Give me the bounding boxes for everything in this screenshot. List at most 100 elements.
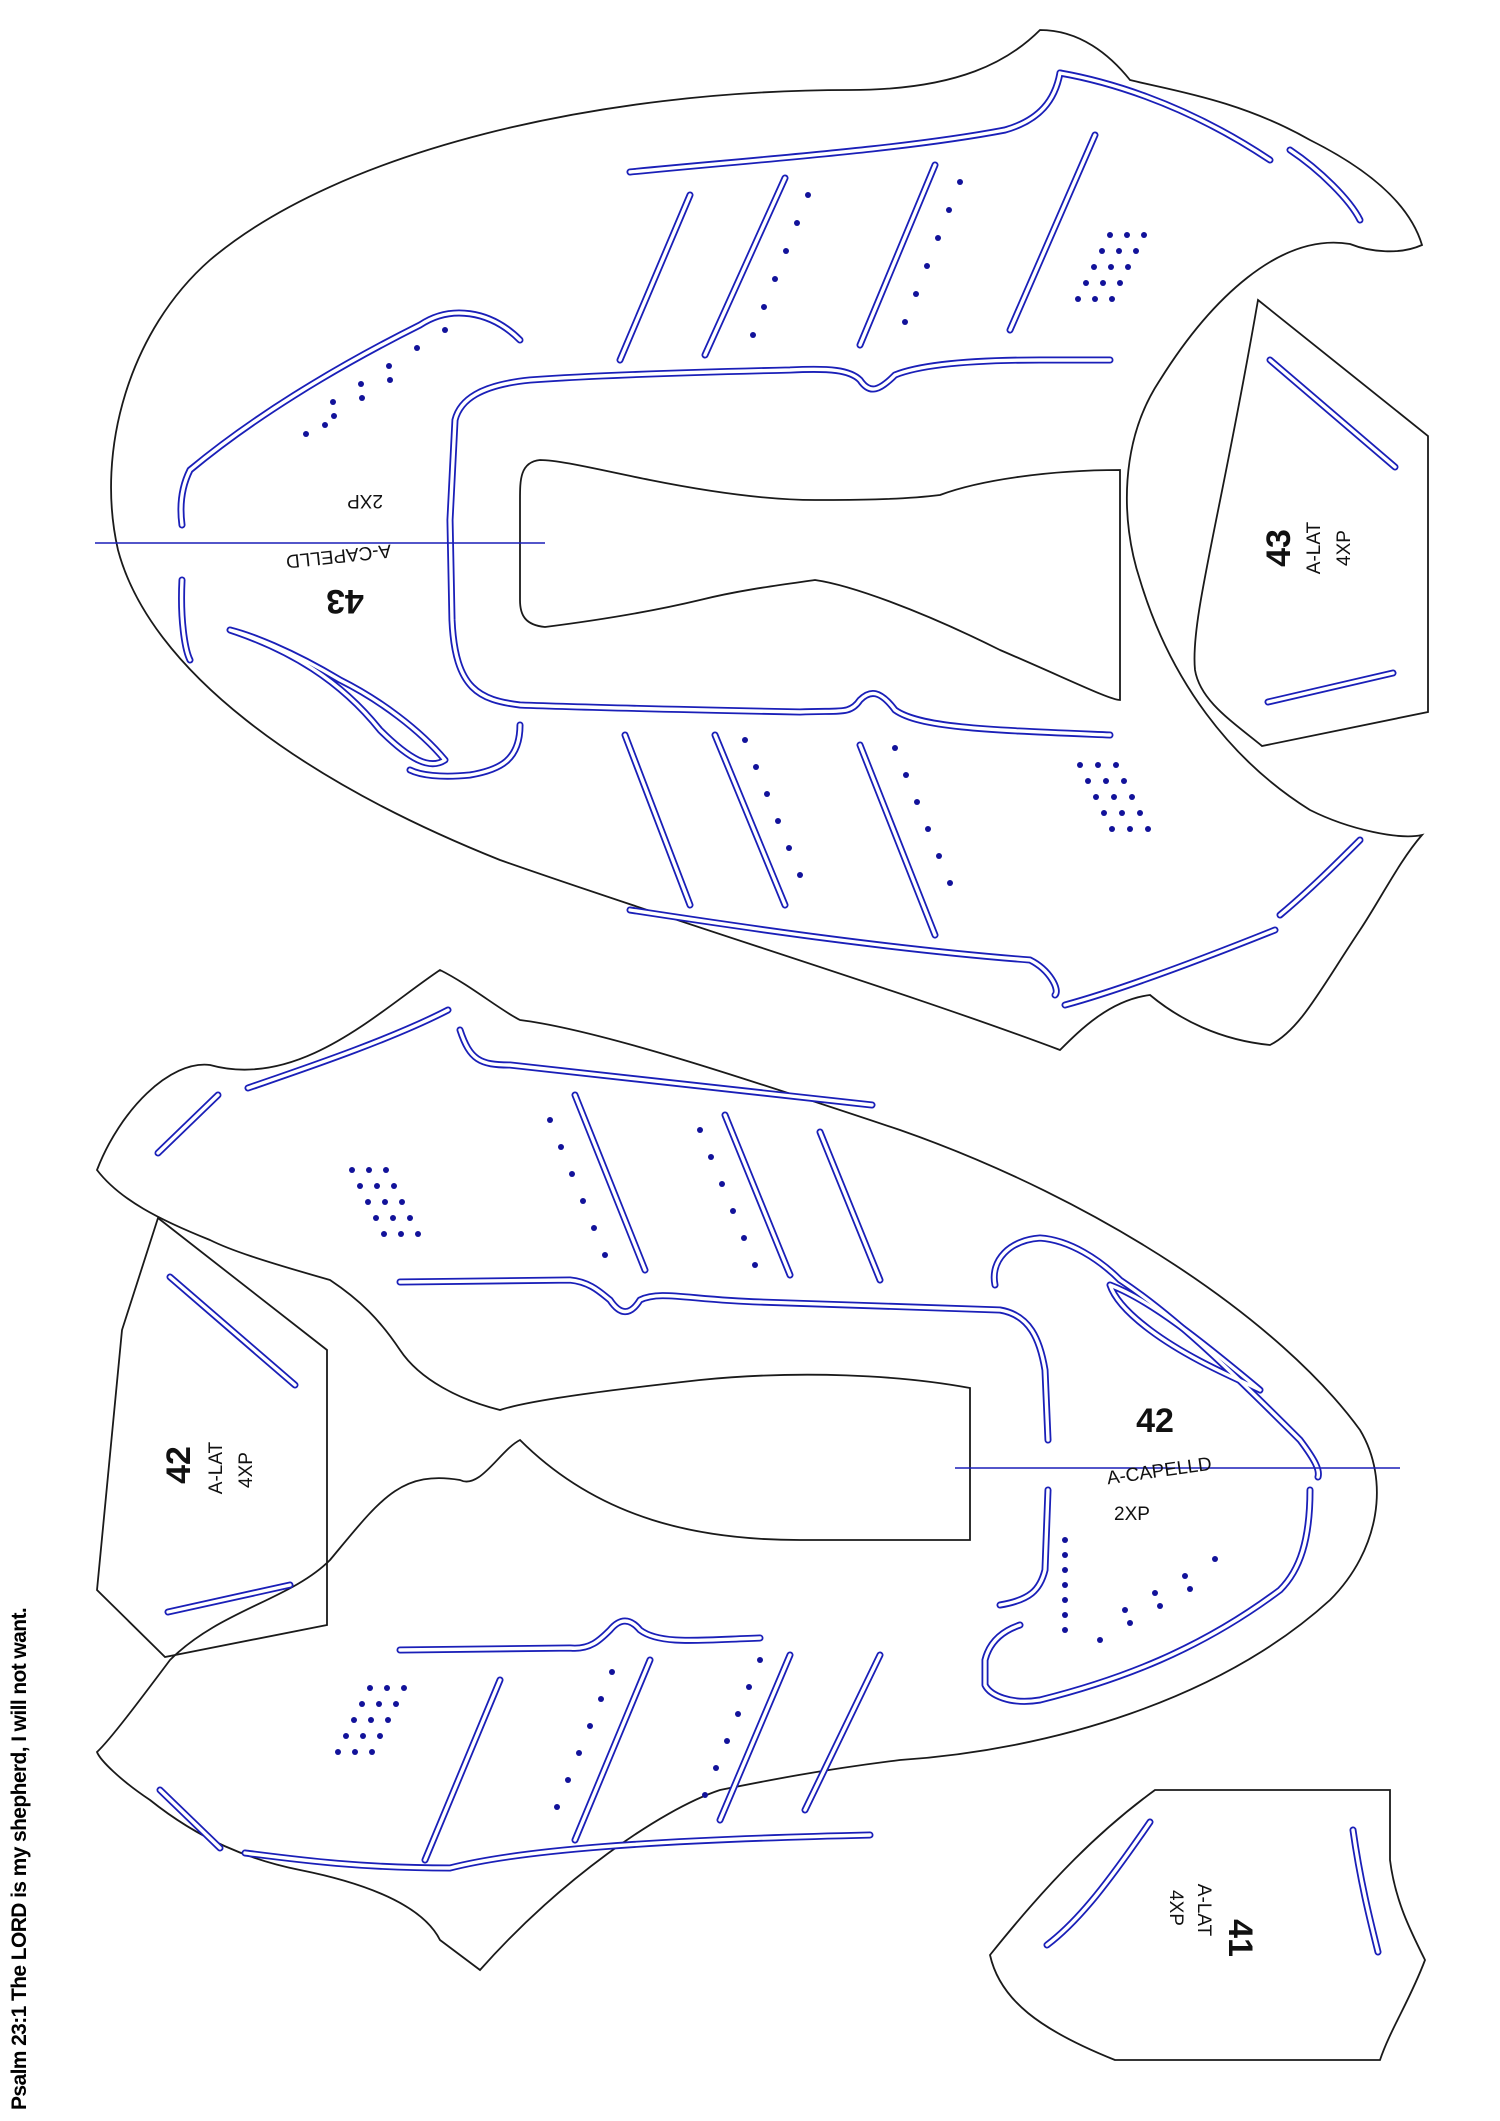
piece-42-lat-number: 42	[160, 1446, 198, 1484]
perforation-dot	[713, 1765, 719, 1771]
perforation-dot	[359, 395, 365, 401]
perforation-dot	[1129, 794, 1135, 800]
perforation-dot	[383, 1167, 389, 1173]
perforation-dot	[797, 872, 803, 878]
piece-41-lat-outline	[989, 1789, 1426, 2061]
perforation-dot	[576, 1750, 582, 1756]
perforation-dot	[368, 1717, 374, 1723]
perforation-dot	[1099, 248, 1105, 254]
perforation-dot	[1103, 778, 1109, 784]
perforation-dot	[1137, 810, 1143, 816]
perforation-dot	[598, 1696, 604, 1702]
perforation-dot	[415, 1231, 421, 1237]
perforation-dot	[1062, 1552, 1068, 1558]
perforation-dot	[1077, 762, 1083, 768]
perforation-dot	[1062, 1612, 1068, 1618]
perforation-dot	[735, 1711, 741, 1717]
perforation-dot	[935, 235, 941, 241]
perforation-dot	[580, 1198, 586, 1204]
perforation-dot	[1127, 826, 1133, 832]
perforation-dot	[367, 1685, 373, 1691]
perforation-dot	[366, 1167, 372, 1173]
perforation-dot	[1212, 1556, 1218, 1562]
piece-43-lat-outline	[1193, 298, 1429, 747]
perforation-dot	[609, 1669, 615, 1675]
perforation-dot	[547, 1117, 553, 1123]
piece-41-lat-number: 41	[1221, 1919, 1259, 1957]
perforation-dot	[761, 304, 767, 310]
perforation-dot	[558, 1144, 564, 1150]
perforation-dot	[374, 1183, 380, 1189]
perforation-dot	[1124, 232, 1130, 238]
piece-42-capelld-qty: 2XP	[1114, 1504, 1150, 1525]
perforation-dot	[303, 431, 309, 437]
perforation-dot	[1062, 1627, 1068, 1633]
perforation-dot	[719, 1181, 725, 1187]
piece-41-lat-name: A-LAT	[1193, 1884, 1214, 1937]
perforation-dot	[936, 853, 942, 859]
perforation-dot	[702, 1792, 708, 1798]
perforation-dot	[587, 1723, 593, 1729]
perforation-dot	[359, 1701, 365, 1707]
perforation-dot	[1097, 1637, 1103, 1643]
perforation-dot	[376, 1701, 382, 1707]
perforation-dot	[772, 276, 778, 282]
perforation-dot	[1117, 280, 1123, 286]
piece-43-capelld-stitch-lines	[177, 69, 1364, 1009]
perforation-dot	[401, 1685, 407, 1691]
perforation-dot	[387, 377, 393, 383]
perforation-dot	[1122, 1607, 1128, 1613]
piece-41-lat-qty: 4XP	[1165, 1890, 1186, 1926]
perforation-dot	[752, 1262, 758, 1268]
perforation-dot	[373, 1215, 379, 1221]
piece-42-lat: 42 A-LAT 4XP	[96, 1216, 328, 1658]
perforation-dot	[783, 248, 789, 254]
perforation-dot	[569, 1171, 575, 1177]
perforation-dot	[1062, 1597, 1068, 1603]
perforation-dot	[892, 745, 898, 751]
perforation-dot	[369, 1749, 375, 1755]
piece-43-lat: 43 A-LAT 4XP	[1193, 298, 1429, 747]
perforation-dot	[757, 1657, 763, 1663]
perforation-dot	[1145, 826, 1151, 832]
perforation-dot	[393, 1701, 399, 1707]
piece-43-capelld: 43 A-CAPELLD 2XP	[95, 29, 1425, 1052]
piece-42-lat-name: A-LAT	[206, 1441, 227, 1494]
perforation-dot	[330, 399, 336, 405]
perforation-dot	[1119, 810, 1125, 816]
perforation-dot	[1141, 232, 1147, 238]
perforation-dot	[390, 1215, 396, 1221]
piece-43-capelld-inner-cutout	[519, 459, 1121, 701]
perforation-dot	[805, 192, 811, 198]
perforation-dot	[331, 413, 337, 419]
piece-42-capelld: 42 A-CAPELLD 2XP	[95, 968, 1400, 1972]
perforation-dot	[565, 1777, 571, 1783]
perforation-dot	[1093, 794, 1099, 800]
perforation-dot	[1095, 762, 1101, 768]
perforation-dot	[1182, 1573, 1188, 1579]
perforation-dot	[1108, 264, 1114, 270]
perforation-dot	[391, 1183, 397, 1189]
perforation-dot	[1111, 794, 1117, 800]
perforation-dot	[377, 1733, 383, 1739]
perforation-dot	[957, 179, 963, 185]
perforation-dot	[335, 1749, 341, 1755]
perforation-dot	[708, 1154, 714, 1160]
perforation-dot	[381, 1231, 387, 1237]
piece-42-lat-qty: 4XP	[236, 1452, 257, 1488]
perforation-dot	[1157, 1603, 1163, 1609]
perforation-dot	[1092, 296, 1098, 302]
perforation-dot	[903, 772, 909, 778]
perforation-dot	[1121, 778, 1127, 784]
perforation-dot	[1091, 264, 1097, 270]
perforation-dot	[1152, 1590, 1158, 1596]
perforation-dot	[902, 319, 908, 325]
perforation-dot	[1075, 296, 1081, 302]
perforation-dot	[786, 845, 792, 851]
perforation-dot	[414, 345, 420, 351]
piece-41-lat: 41 A-LAT 4XP	[989, 1789, 1426, 2061]
perforation-dot	[343, 1733, 349, 1739]
piece-43-capelld-number: 43	[326, 582, 364, 620]
perforation-dot	[1113, 762, 1119, 768]
perforation-dot	[1187, 1586, 1193, 1592]
